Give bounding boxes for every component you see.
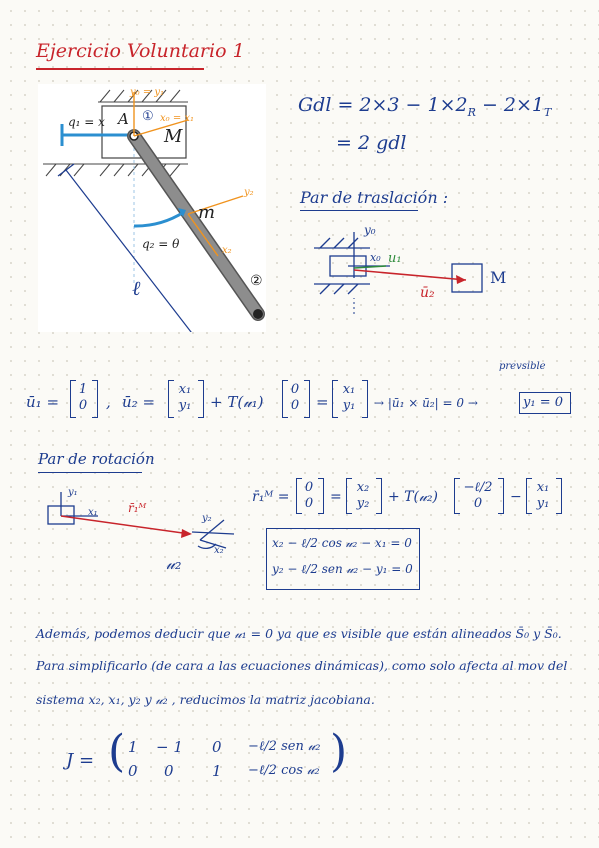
bracket	[498, 478, 504, 514]
circle-2-label: ②	[250, 273, 263, 289]
title-underline	[36, 68, 204, 70]
eq1-cross-product: → |ū₁ × ū₂| = 0 →	[374, 396, 478, 410]
eq1-transform: + T(𝓊₁)	[210, 393, 264, 411]
bracket	[376, 478, 382, 514]
bracket	[332, 380, 338, 418]
note-previsible: prevsible	[499, 361, 546, 372]
rotacion-heading: Par de rotación	[38, 450, 155, 468]
jacobian-r1c1: 1	[128, 738, 138, 756]
bracket	[362, 380, 368, 418]
traslacion-m: M	[490, 268, 507, 287]
paragraph-line-3: sistema x₂, x₁, y₂ y 𝓊₂ , reducimos la m…	[36, 692, 375, 707]
eq2-lhs: r̄₁ᴹ =	[252, 489, 290, 505]
rotacion-y1: y₁	[68, 487, 78, 498]
bracket	[318, 478, 324, 514]
bracket	[198, 380, 204, 418]
jacobian-paren-left: (	[108, 726, 126, 777]
rotacion-r1m: r̄₁ᴹ	[128, 501, 147, 515]
page-title: Ejercicio Voluntario 1	[36, 40, 245, 62]
jacobian-paren-right: )	[330, 726, 348, 777]
equals-sign: =	[330, 489, 342, 505]
bracket	[92, 380, 98, 418]
jacobian-r2c4: −ℓ/2 cos 𝓊₂	[248, 763, 320, 778]
traslacion-u2: ū₂	[420, 285, 435, 301]
bracket	[346, 478, 352, 514]
eq1-result-box	[519, 392, 571, 414]
eq2-transform: + T(𝓊₂)	[388, 489, 438, 505]
constraint-box	[266, 528, 420, 590]
rotacion-x1: x₁	[88, 507, 98, 518]
rotacion-diagram	[47, 492, 235, 550]
eq1-result: y₁ = 0	[523, 395, 563, 410]
constraint-eq-1: x₂ − ℓ/2 cos 𝓊₂ − x₁ = 0	[272, 536, 412, 550]
x2-axis-label: x₂	[222, 245, 232, 256]
y2-axis-label: y₂	[244, 187, 254, 198]
bracket	[168, 380, 174, 418]
rotacion-x2: x₂	[214, 545, 224, 556]
circle-1-label: ①	[142, 109, 154, 124]
traslacion-x0: x₀	[370, 251, 381, 264]
jacobian-r1c4: −ℓ/2 sen 𝓊₂	[248, 739, 321, 754]
x0-x1-label: x₀ = x₁	[160, 113, 195, 124]
traslacion-y0: y₀	[364, 223, 376, 237]
traslacion-u1: u₁	[388, 251, 402, 266]
jacobian-r1c2: − 1	[156, 738, 183, 756]
jacobian-r2c1: 0	[128, 762, 138, 780]
bracket	[556, 478, 562, 514]
mass-big-m-label: M	[164, 126, 183, 147]
rotacion-underline	[38, 472, 142, 474]
equals-sign: =	[316, 393, 329, 411]
minus-sign: −	[510, 489, 522, 505]
bracket	[70, 380, 76, 418]
rotacion-u2: 𝓊₂	[166, 554, 182, 573]
eq1-u1-label: ū₁ =	[26, 393, 60, 411]
jacobian-r2c2: 0	[164, 762, 174, 780]
mass-small-m-label: m	[198, 202, 216, 223]
jacobian-r1c3: 0	[212, 738, 222, 756]
bracket	[296, 478, 302, 514]
bracket	[526, 478, 532, 514]
y0-y1-label: y₀ = y₁	[130, 87, 165, 98]
gdl-line-1: Gdl = 2×3 − 1×2R − 2×1T	[298, 94, 552, 119]
bracket	[282, 380, 288, 418]
traslacion-underline	[300, 210, 418, 212]
constraint-eq-2: y₂ − ℓ/2 sen 𝓊₂ − y₁ = 0	[272, 562, 413, 576]
q2-label: q₂ = θ	[142, 237, 180, 251]
traslacion-heading: Par de traslación :	[300, 188, 449, 207]
mechanism-figure: q₁ = x A ① M y₀ = y₁ x₀ = x₁ m y₂ x₂ q₂ …	[38, 84, 266, 355]
point-a-label: A	[118, 110, 129, 128]
paragraph-line-2: Para simplificarlo (de cara a las ecuaci…	[36, 658, 568, 673]
paragraph-line-1: Además, podemos deducir que 𝓊₁ = 0 ya qu…	[36, 626, 562, 641]
eq1-u2-label: ū₂ =	[122, 393, 156, 411]
traslacion-diagram	[314, 232, 483, 314]
gdl-line-2: = 2 gdl	[336, 132, 407, 154]
rotacion-y2: y₂	[202, 513, 212, 524]
separator: ,	[106, 393, 111, 411]
mechanism-diagram	[43, 89, 265, 355]
jacobian-label: J =	[66, 750, 95, 771]
jacobian-r2c3: 1	[212, 762, 222, 780]
bracket	[454, 478, 460, 514]
bracket	[304, 380, 310, 418]
length-l-label: ℓ	[132, 276, 141, 300]
q1-label: q₁ = x	[68, 115, 105, 129]
